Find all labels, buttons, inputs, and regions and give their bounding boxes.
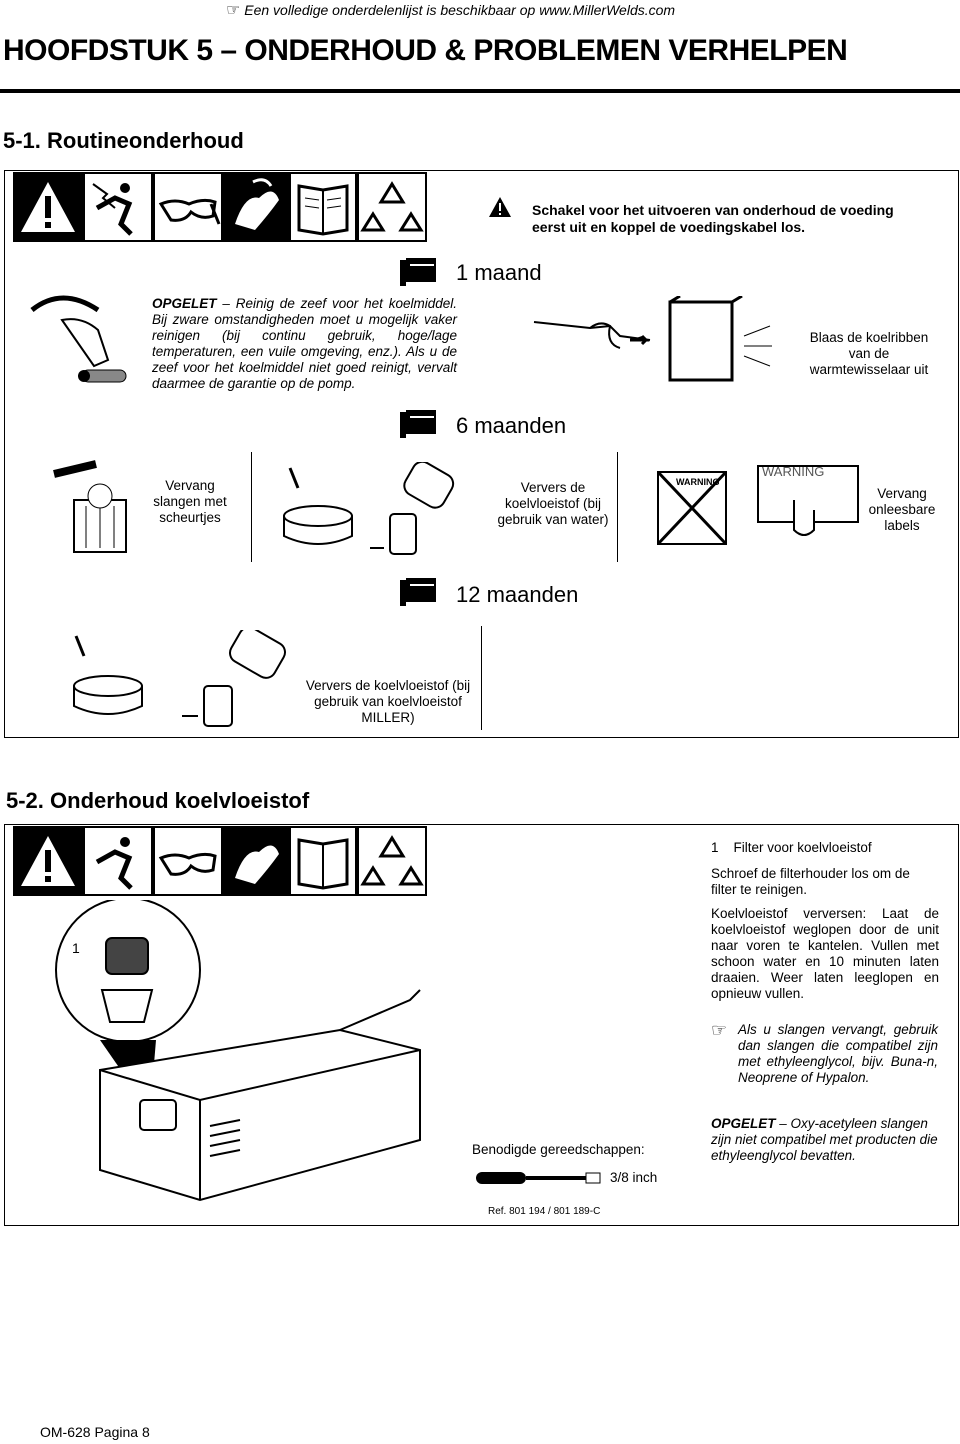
- strainer-cleaning-illustration: [22, 290, 142, 405]
- interval-6-months: 6 maanden: [456, 413, 567, 438]
- warning-tag-label: WARNING: [676, 477, 720, 487]
- replace-labels-illustration: [654, 460, 864, 557]
- safety-glasses-icon: [153, 172, 223, 242]
- parts-list-note: ☞ Een volledige onderdelenlijst is besch…: [226, 2, 676, 19]
- pointing-hand-icon: ☞: [226, 2, 241, 19]
- safety-glasses-icon: [153, 826, 223, 896]
- reference-number: Ref. 801 194 / 801 189-C: [488, 1206, 601, 1217]
- warning-triangle-icon: [13, 826, 83, 896]
- hose-trash-illustration: [50, 460, 140, 561]
- pointing-hand-icon: ☞: [711, 1020, 728, 1040]
- clipboard-icon: [398, 256, 438, 293]
- manual-book-icon: [289, 172, 357, 242]
- filter-clean-text: Schroef de filterhouder los om de filter…: [711, 866, 910, 897]
- warning-small-icon: [488, 196, 512, 223]
- warning-tag-label: WARNING: [762, 464, 825, 479]
- replace-hoses-text: Vervang slangen met scheurtjes: [153, 478, 227, 525]
- coolant-change-text: Koelvloeistof verversen: Laat de koelvlo…: [711, 906, 939, 1001]
- tools-label: Benodigde gereedschappen:: [472, 1142, 645, 1157]
- blow-fins-text: Blaas de koelribben van de warmtewissela…: [809, 330, 929, 377]
- chapter-title: HOOFDSTUK 5 – ONDERHOUD & PROBLEMEN VERH…: [3, 34, 848, 67]
- page-footer: OM-628 Pagina 8: [40, 1424, 150, 1440]
- interval-1-month: 1 maand: [456, 260, 542, 285]
- gloves-icon: [223, 826, 289, 896]
- replace-labels-text: Vervang onleesbare labels: [868, 486, 936, 533]
- clipboard-icon: [398, 576, 438, 613]
- coolant-filter-illustration: [40, 897, 460, 1215]
- coolant-maintenance-panel: [4, 824, 959, 1226]
- section-title: 5-2. Onderhoud koelvloeistof: [6, 788, 310, 813]
- nut-driver-icon: [474, 1168, 604, 1193]
- electric-shock-icon: [83, 172, 153, 242]
- warning-triangle-icon: [13, 172, 83, 242]
- change-coolant-miller-text: Ververs de koelvloeistof (bij gebruik va…: [305, 678, 471, 725]
- oxy-hose-caution: OPGELET – Oxy-acetyleen slangen zijn nie…: [711, 1116, 938, 1163]
- item-1: 1 Filter voor koelvloeistof: [711, 840, 872, 855]
- change-coolant-water-text: Ververs de koelvloeistof (bij gebruik va…: [497, 480, 609, 527]
- power-off-warning: Schakel voor het uitvoeren van onderhoud…: [532, 202, 894, 235]
- coolant-refill-miller-illustration: [64, 626, 304, 735]
- section-title: 5-1. Routineonderhoud: [3, 128, 244, 153]
- tool-size: 3/8 inch: [610, 1170, 658, 1185]
- electric-shock-icon: [83, 826, 153, 896]
- air-blow-gun-illustration: [530, 294, 780, 391]
- coolant-refill-illustration: [278, 460, 478, 567]
- gloves-icon: [223, 172, 289, 242]
- callout-number: 1: [72, 940, 80, 956]
- routine-maintenance-panel: [4, 170, 959, 738]
- title-rule: [0, 89, 960, 93]
- interval-12-months: 12 maanden: [456, 582, 579, 607]
- manual-book-icon: [289, 826, 357, 896]
- strainer-caution: OPGELET – Reinig de zeef voor het koelmi…: [152, 296, 457, 391]
- recycle-icon: [357, 826, 427, 896]
- recycle-icon: [357, 172, 427, 242]
- hose-compat-note: Als u slangen vervangt, gebruik dan slan…: [738, 1022, 938, 1085]
- clipboard-icon: [398, 408, 438, 445]
